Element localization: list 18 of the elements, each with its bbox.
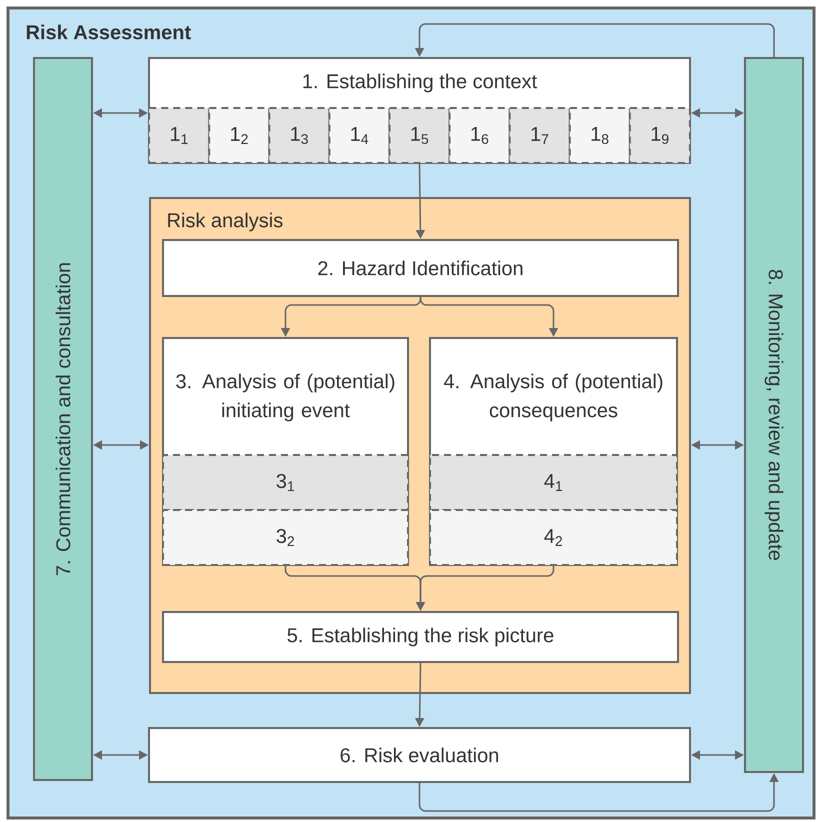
sub-step-cell: 1$_{4}$ [328, 107, 390, 164]
sub-step-cell: 3$_{1}$ [162, 454, 409, 511]
side-bar: 7. Communication and consultation [33, 57, 93, 781]
process-box: 5. Establishing the risk picture [162, 611, 679, 663]
side-bar: 8. Monitoring, review and update [744, 57, 804, 773]
sub-step-cell: 1$_{3}$ [268, 107, 330, 164]
sub-step-cell: 4$_{1}$ [429, 454, 678, 511]
sub-step-cell: 1$_{5}$ [388, 107, 451, 164]
sub-step-cell: 1$_{2}$ [208, 107, 270, 164]
process-box: 6. Risk evaluation [148, 727, 691, 783]
process-box: 2. Hazard Identification [162, 239, 679, 297]
sub-step-cell: 1$_{1}$ [148, 107, 210, 164]
sub-step-cell: 4$_{2}$ [429, 509, 678, 566]
sub-step-cell: 1$_{6}$ [448, 107, 511, 164]
sub-step-cell: 1$_{9}$ [628, 107, 691, 164]
sub-step-cell: 3$_{2}$ [162, 509, 409, 566]
sub-step-cell: 1$_{8}$ [568, 107, 631, 164]
sub-step-cell: 1$_{7}$ [508, 107, 571, 164]
